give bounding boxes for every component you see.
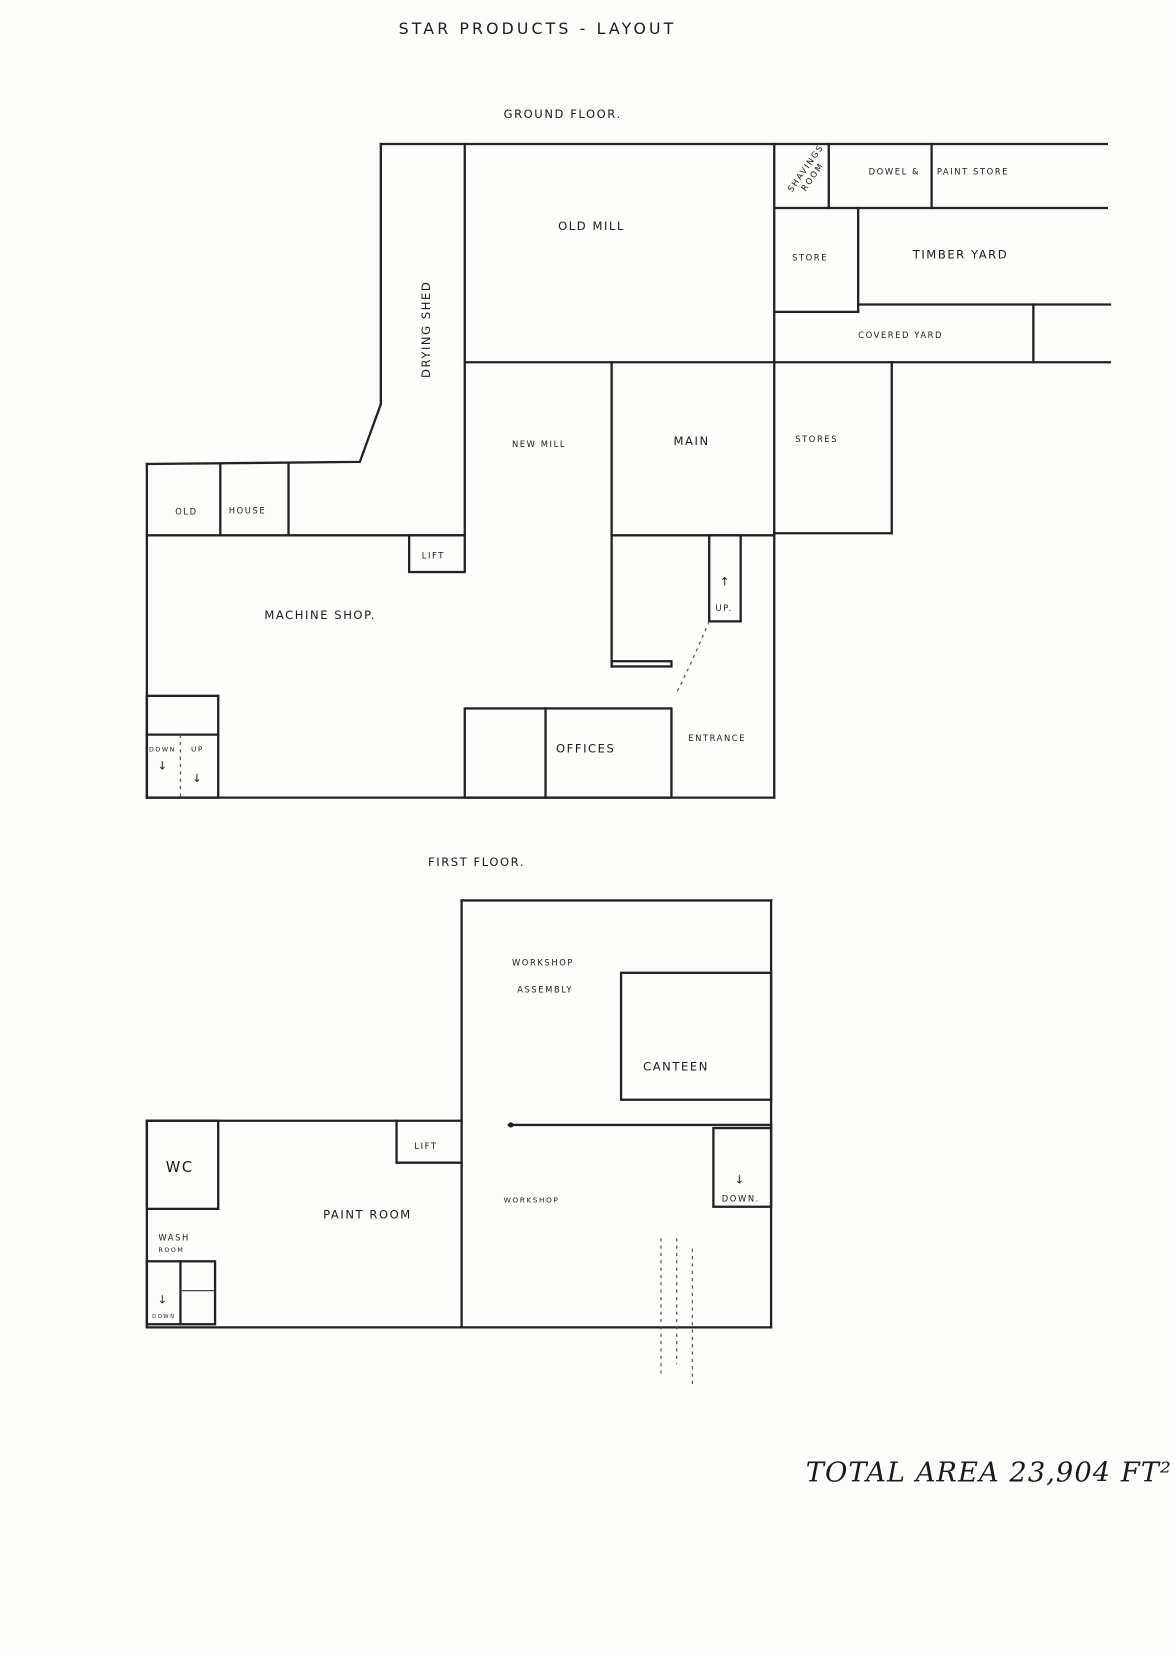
room-label: HOUSE: [229, 505, 267, 515]
room-label: ROOM: [158, 1247, 184, 1254]
room-label: DRYING SHED: [419, 281, 433, 378]
room-label: LIFT: [422, 550, 445, 560]
room-label: DOWN: [149, 746, 176, 753]
arrow-icon: ↓: [192, 771, 203, 785]
room-label: PAINT ROOM: [323, 1207, 412, 1221]
room-label: MAIN: [674, 434, 710, 448]
room-label: WASH: [158, 1232, 189, 1242]
first-floor-walls: [145, 899, 773, 1386]
page-title: STAR PRODUCTS - LAYOUT: [399, 19, 677, 38]
room-label: WORKSHOP: [512, 957, 574, 967]
room-label: DOWEL &: [869, 166, 921, 176]
room-label: ENTRANCE: [688, 733, 746, 743]
room-label: ASSEMBLY: [517, 985, 573, 995]
room-label: OFFICES: [556, 741, 615, 755]
ground-floor-labels: DRYING SHED OLD MILL SHAVINGS ROOM DOWEL…: [149, 142, 1009, 785]
room-label: CANTEEN: [643, 1059, 709, 1073]
room-label: COVERED YARD: [858, 330, 943, 340]
room-label: OLD MILL: [558, 219, 625, 233]
first-floor-heading: FIRST FLOOR.: [428, 855, 525, 869]
room-label: OLD: [175, 506, 197, 516]
room-label: DOWN.: [722, 1194, 760, 1204]
room-label: NEW MILL: [512, 439, 566, 449]
room-label: WORKSHOP: [504, 1196, 560, 1205]
room-label: WC: [166, 1159, 194, 1176]
room-label: DOWN: [152, 1314, 176, 1320]
arrow-icon: ↓: [157, 1292, 168, 1306]
room-label: MACHINE SHOP.: [264, 608, 376, 622]
room-label: UP: [191, 744, 204, 753]
room-label: STORE: [792, 252, 828, 262]
room-label: PAINT STORE: [937, 166, 1009, 176]
arrow-icon: ↑: [720, 575, 731, 589]
room-label: STORES: [795, 434, 838, 444]
total-area: TOTAL AREA 23,904 FT²: [806, 1458, 1172, 1489]
first-floor-labels: WORKSHOP ASSEMBLY CANTEEN LIFT WC PAINT …: [152, 957, 760, 1320]
arrow-icon: ↓: [734, 1173, 745, 1187]
ground-floor-heading: GROUND FLOOR.: [504, 107, 622, 121]
room-label: TIMBER YARD: [912, 247, 1009, 261]
ground-floor-walls: [145, 142, 1112, 799]
room-label: LIFT: [414, 1141, 437, 1151]
arrow-icon: ↓: [157, 758, 168, 772]
room-label: UP.: [715, 603, 732, 613]
